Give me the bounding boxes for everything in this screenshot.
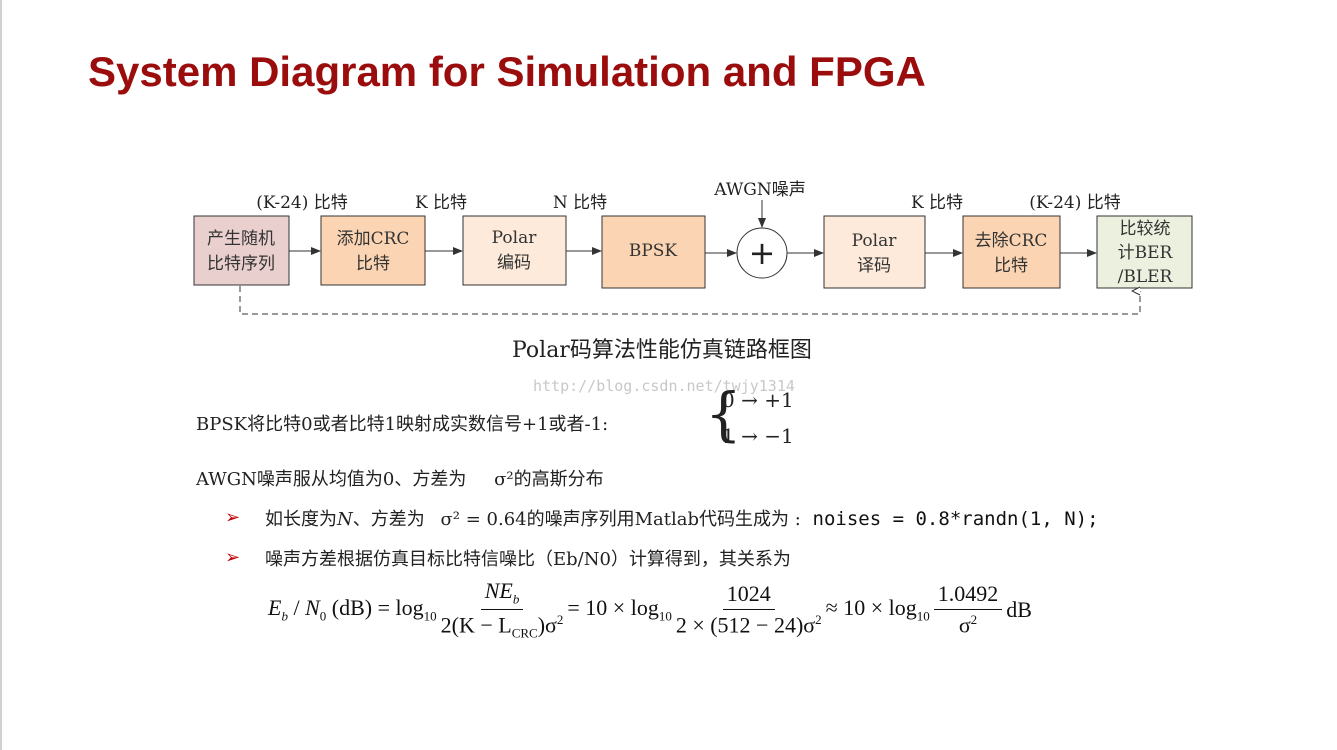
bullet1-n: N <box>337 509 353 530</box>
bullet1-prefix: 如长度为 <box>265 509 337 530</box>
frac2-num: 1024 <box>722 581 775 611</box>
formula-approx: ≈ 10 × log <box>825 595 917 621</box>
block-bpsk <box>601 215 706 289</box>
frac1-num-sub: b <box>512 591 520 607</box>
ebn0-formula: Eb / N0 (dB) = log10 NEb 2(K − LCRC)σ2 =… <box>268 578 1032 642</box>
block-crc-add-line2: 比特 <box>356 254 390 274</box>
bullet1-value: ² = 0.64 <box>452 509 527 530</box>
formula-db-log: (dB) = log <box>326 595 424 621</box>
block-gen-line2: 比特序列 <box>207 254 275 274</box>
edge-label-k24-bits-2: (K-24) 比特 <box>1029 193 1121 213</box>
formula-log-base-2: 10 <box>658 608 672 624</box>
block-polar-decoder <box>823 215 926 289</box>
frac1-den-a: 2(K − L <box>440 612 512 638</box>
block-compare-line3: /BLER <box>1118 267 1174 287</box>
block-enc-line1: Polar <box>492 228 538 248</box>
awgn-suffix: 的高斯分布 <box>513 469 604 490</box>
frac1-den-b: )σ <box>537 612 557 638</box>
bullet1-mid: 、方差为 <box>352 509 425 530</box>
block-compare-line1: 比较统 <box>1120 219 1171 239</box>
frac3-den-sq: 2 <box>970 612 978 628</box>
fraction-2: 1024 2 × (512 − 24)σ2 <box>676 581 822 638</box>
frac1-den-crc: CRC <box>511 626 538 642</box>
block-crc-remove-line1: 去除CRC <box>975 231 1048 251</box>
awgn-prefix: AWGN噪声服从均值为0、方差为 <box>196 469 467 490</box>
block-gen-line1: 产生随机 <box>207 229 275 249</box>
block-dec-line2: 译码 <box>857 256 891 276</box>
bullet1-text2: 的噪声序列用Matlab代码生成为 : <box>526 509 801 530</box>
block-enc-line2: 编码 <box>497 253 531 273</box>
bpsk-case-one: 1 → −1 <box>722 424 794 448</box>
mapping-brace: { <box>705 380 742 448</box>
awgn-sigma-squared: σ² <box>494 469 514 490</box>
formula-e: E <box>268 595 282 621</box>
block-polar-encoder <box>462 215 567 286</box>
frac2-den: 2 × (512 − 24)σ <box>675 612 816 638</box>
fraction-1: NEb 2(K − LCRC)σ2 <box>441 578 564 642</box>
edge-label-awgn-noise: AWGN噪声 <box>713 180 806 200</box>
slide-title: System Diagram for Simulation and FPGA <box>88 48 926 95</box>
formula-eq2: = 10 × log <box>567 595 659 621</box>
formula-slash: / <box>287 595 306 621</box>
edge-label-n-bits: N 比特 <box>553 193 607 213</box>
frac2-den-sq: 2 <box>815 612 822 628</box>
block-bit-generator <box>193 215 290 286</box>
formula-db-unit: dB <box>1006 597 1032 623</box>
dashed-reference-path <box>239 286 1141 315</box>
bullet-noise-generation: 如长度为N、方差为 σ² = 0.64的噪声序列用Matlab代码生成为 : n… <box>265 505 1099 531</box>
diagram-caption: Polar码算法性能仿真链路框图 <box>512 338 812 363</box>
fraction-3: 1.0492 σ2 <box>933 581 1003 638</box>
bpsk-mapping-text: BPSK将比特0或者比特1映射成实数信号+1或者-1: <box>196 414 609 435</box>
block-dec-line1: Polar <box>852 231 898 251</box>
block-compare-line2: 计BER <box>1118 243 1174 263</box>
matlab-code-snippet: noises = 0.8*randn(1, N); <box>812 508 1099 530</box>
frac3-den: σ <box>958 612 971 638</box>
adder-plus-symbol: + <box>749 234 776 272</box>
frac1-den-sq: 2 <box>556 612 564 628</box>
bullet1-sigma: σ <box>440 509 453 530</box>
block-crc-remove-line2: 比特 <box>994 256 1028 276</box>
block-crc-remove <box>962 215 1061 289</box>
formula-log-base-3: 10 <box>916 608 930 624</box>
formula-0-sub: 0 <box>319 608 327 624</box>
block-crc-add-line1: 添加CRC <box>337 229 410 249</box>
bullet-arrow-1: ➢ <box>225 507 241 528</box>
edge-label-k24-bits-1: (K-24) 比特 <box>256 193 348 213</box>
frac1-num: NE <box>484 578 513 603</box>
edge-label-k-bits-1: K 比特 <box>415 193 467 213</box>
awgn-distribution-text: AWGN噪声服从均值为0、方差为 σ²的高斯分布 <box>196 465 604 491</box>
block-bpsk-label: BPSK <box>629 241 678 261</box>
blog-watermark: http://blog.csdn.net/twjy1314 <box>533 377 795 395</box>
frac3-num: 1.0492 <box>933 581 1003 611</box>
formula-n: N <box>305 595 320 621</box>
bullet-arrow-2: ➢ <box>225 547 241 568</box>
block-ber-compare <box>1096 215 1193 289</box>
formula-b-sub: b <box>281 608 288 624</box>
formula-log-base-1: 10 <box>423 608 437 624</box>
bullet-snr-relation: 噪声方差根据仿真目标比特信噪比（Eb/N0）计算得到，其关系为 <box>265 549 791 570</box>
block-crc-add <box>320 215 426 286</box>
slide-left-border <box>0 0 2 750</box>
edge-label-k-bits-2: K 比特 <box>911 193 963 213</box>
bpsk-case-zero: 0 → +1 <box>722 388 794 412</box>
